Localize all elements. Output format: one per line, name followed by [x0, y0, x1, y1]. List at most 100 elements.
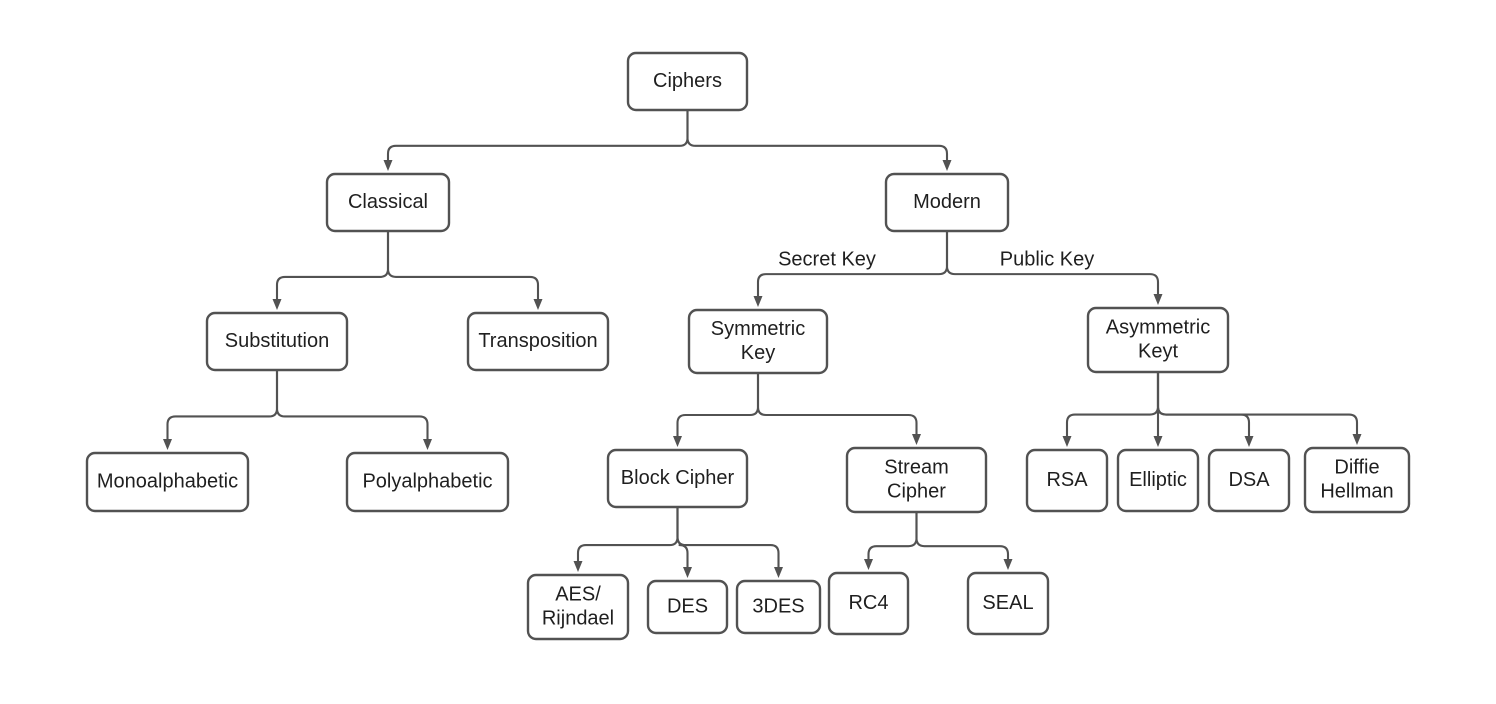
node-rc4[interactable]: RC4 [827, 571, 910, 636]
edge-arrowhead [753, 296, 763, 307]
edges-layer [163, 108, 1362, 578]
edge-arrowhead [272, 299, 282, 310]
edge-line [166, 368, 279, 441]
edge-line [867, 510, 918, 561]
edge-line [686, 108, 949, 162]
node-box[interactable] [1303, 446, 1411, 514]
edge-classical-substitution [272, 229, 390, 310]
node-box[interactable] [606, 448, 749, 509]
node-elliptic[interactable]: Elliptic [1116, 448, 1200, 513]
edge-line [386, 108, 689, 162]
node-box[interactable] [466, 311, 610, 372]
node-monoalphabetic[interactable]: Monoalphabetic [85, 451, 250, 513]
node-label: Transposition [478, 330, 597, 352]
node-box[interactable] [687, 308, 829, 375]
edge-line [386, 229, 540, 301]
edge-label-modern-symmetric: Secret Key [778, 248, 876, 270]
node-ciphers[interactable]: Ciphers [626, 51, 749, 112]
node-label: Classical [348, 191, 428, 213]
node-label: Polyalphabetic [362, 470, 492, 492]
edge-arrowhead [423, 439, 432, 450]
edge-arrowhead [573, 561, 583, 572]
node-label: Elliptic [1129, 469, 1187, 491]
edge-label-modern-asymmetric: Public Key [1000, 248, 1095, 270]
node-aes-rijndael[interactable]: AES/Rijndael [526, 573, 630, 641]
edge-arrowhead [383, 160, 393, 171]
node-des[interactable]: DES [646, 579, 729, 635]
node-box[interactable] [526, 573, 630, 641]
node-3des[interactable]: 3DES [735, 579, 822, 635]
edge-arrowhead [1244, 436, 1254, 447]
node-block-cipher[interactable]: Block Cipher [606, 448, 749, 509]
edge-labels-layer: Secret Key Public Key [778, 248, 1094, 270]
node-box[interactable] [205, 311, 349, 372]
node-box[interactable] [325, 172, 451, 233]
edge-line [945, 229, 1160, 296]
node-label: Key [741, 342, 775, 364]
node-label: Block Cipher [621, 467, 735, 489]
edge-line [915, 510, 1010, 561]
edge-line [756, 371, 918, 436]
node-substitution[interactable]: Substitution [205, 311, 349, 372]
edge-symmetric-stream [756, 371, 921, 445]
node-box[interactable] [646, 579, 729, 635]
edge-arrowhead [864, 559, 873, 570]
node-modern[interactable]: Modern [884, 172, 1010, 233]
node-label: Cipher [887, 480, 946, 502]
edge-arrowhead [683, 567, 692, 578]
edge-ciphers-modern [686, 108, 952, 171]
node-dsa[interactable]: DSA [1207, 448, 1291, 513]
edge-line [1156, 370, 1251, 438]
node-box[interactable] [735, 579, 822, 635]
edge-substitution-poly [275, 368, 432, 450]
edge-substitution-mono [163, 368, 279, 450]
node-label: Symmetric [711, 318, 805, 340]
node-label: Rijndael [542, 607, 614, 629]
edge-block-aes [573, 505, 679, 572]
node-label: Substitution [225, 330, 330, 352]
edge-arrowhead [1003, 559, 1013, 570]
node-polyalphabetic[interactable]: Polyalphabetic [345, 451, 510, 513]
edge-arrowhead [1062, 436, 1072, 447]
node-box[interactable] [845, 446, 988, 514]
node-label: Diffie [1334, 456, 1379, 478]
edge-line [576, 505, 679, 563]
edge-line [676, 371, 760, 438]
node-box[interactable] [884, 172, 1010, 233]
node-seal[interactable]: SEAL [966, 571, 1050, 636]
node-transposition[interactable]: Transposition [466, 311, 610, 372]
node-label: AES/ [555, 583, 601, 605]
node-label: Stream [884, 456, 948, 478]
edge-line [275, 229, 390, 301]
node-label: SEAL [982, 592, 1033, 614]
node-box[interactable] [1086, 306, 1230, 374]
edge-arrowhead [533, 299, 543, 310]
node-label: RSA [1046, 469, 1088, 491]
edge-modern-asymmetric [945, 229, 1163, 305]
node-box[interactable] [345, 451, 510, 513]
edge-arrowhead [1153, 436, 1163, 447]
node-box[interactable] [827, 571, 910, 636]
edge-line [275, 368, 429, 441]
node-box[interactable] [85, 451, 250, 513]
node-box[interactable] [1207, 448, 1291, 513]
node-box[interactable] [626, 51, 749, 112]
node-box[interactable] [966, 571, 1050, 636]
edge-asymmetric-rsa [1062, 370, 1160, 447]
edge-arrowhead [912, 434, 921, 445]
edge-arrowhead [163, 439, 172, 450]
node-rsa[interactable]: RSA [1025, 448, 1109, 513]
node-classical[interactable]: Classical [325, 172, 451, 233]
edge-asymmetric-diffie [1156, 370, 1362, 445]
edge-symmetric-block [673, 371, 760, 447]
node-label: Keyt [1138, 340, 1178, 362]
node-box[interactable] [1116, 448, 1200, 513]
edge-arrowhead [1352, 434, 1362, 445]
edge-line [676, 505, 780, 569]
node-box[interactable] [1025, 448, 1109, 513]
